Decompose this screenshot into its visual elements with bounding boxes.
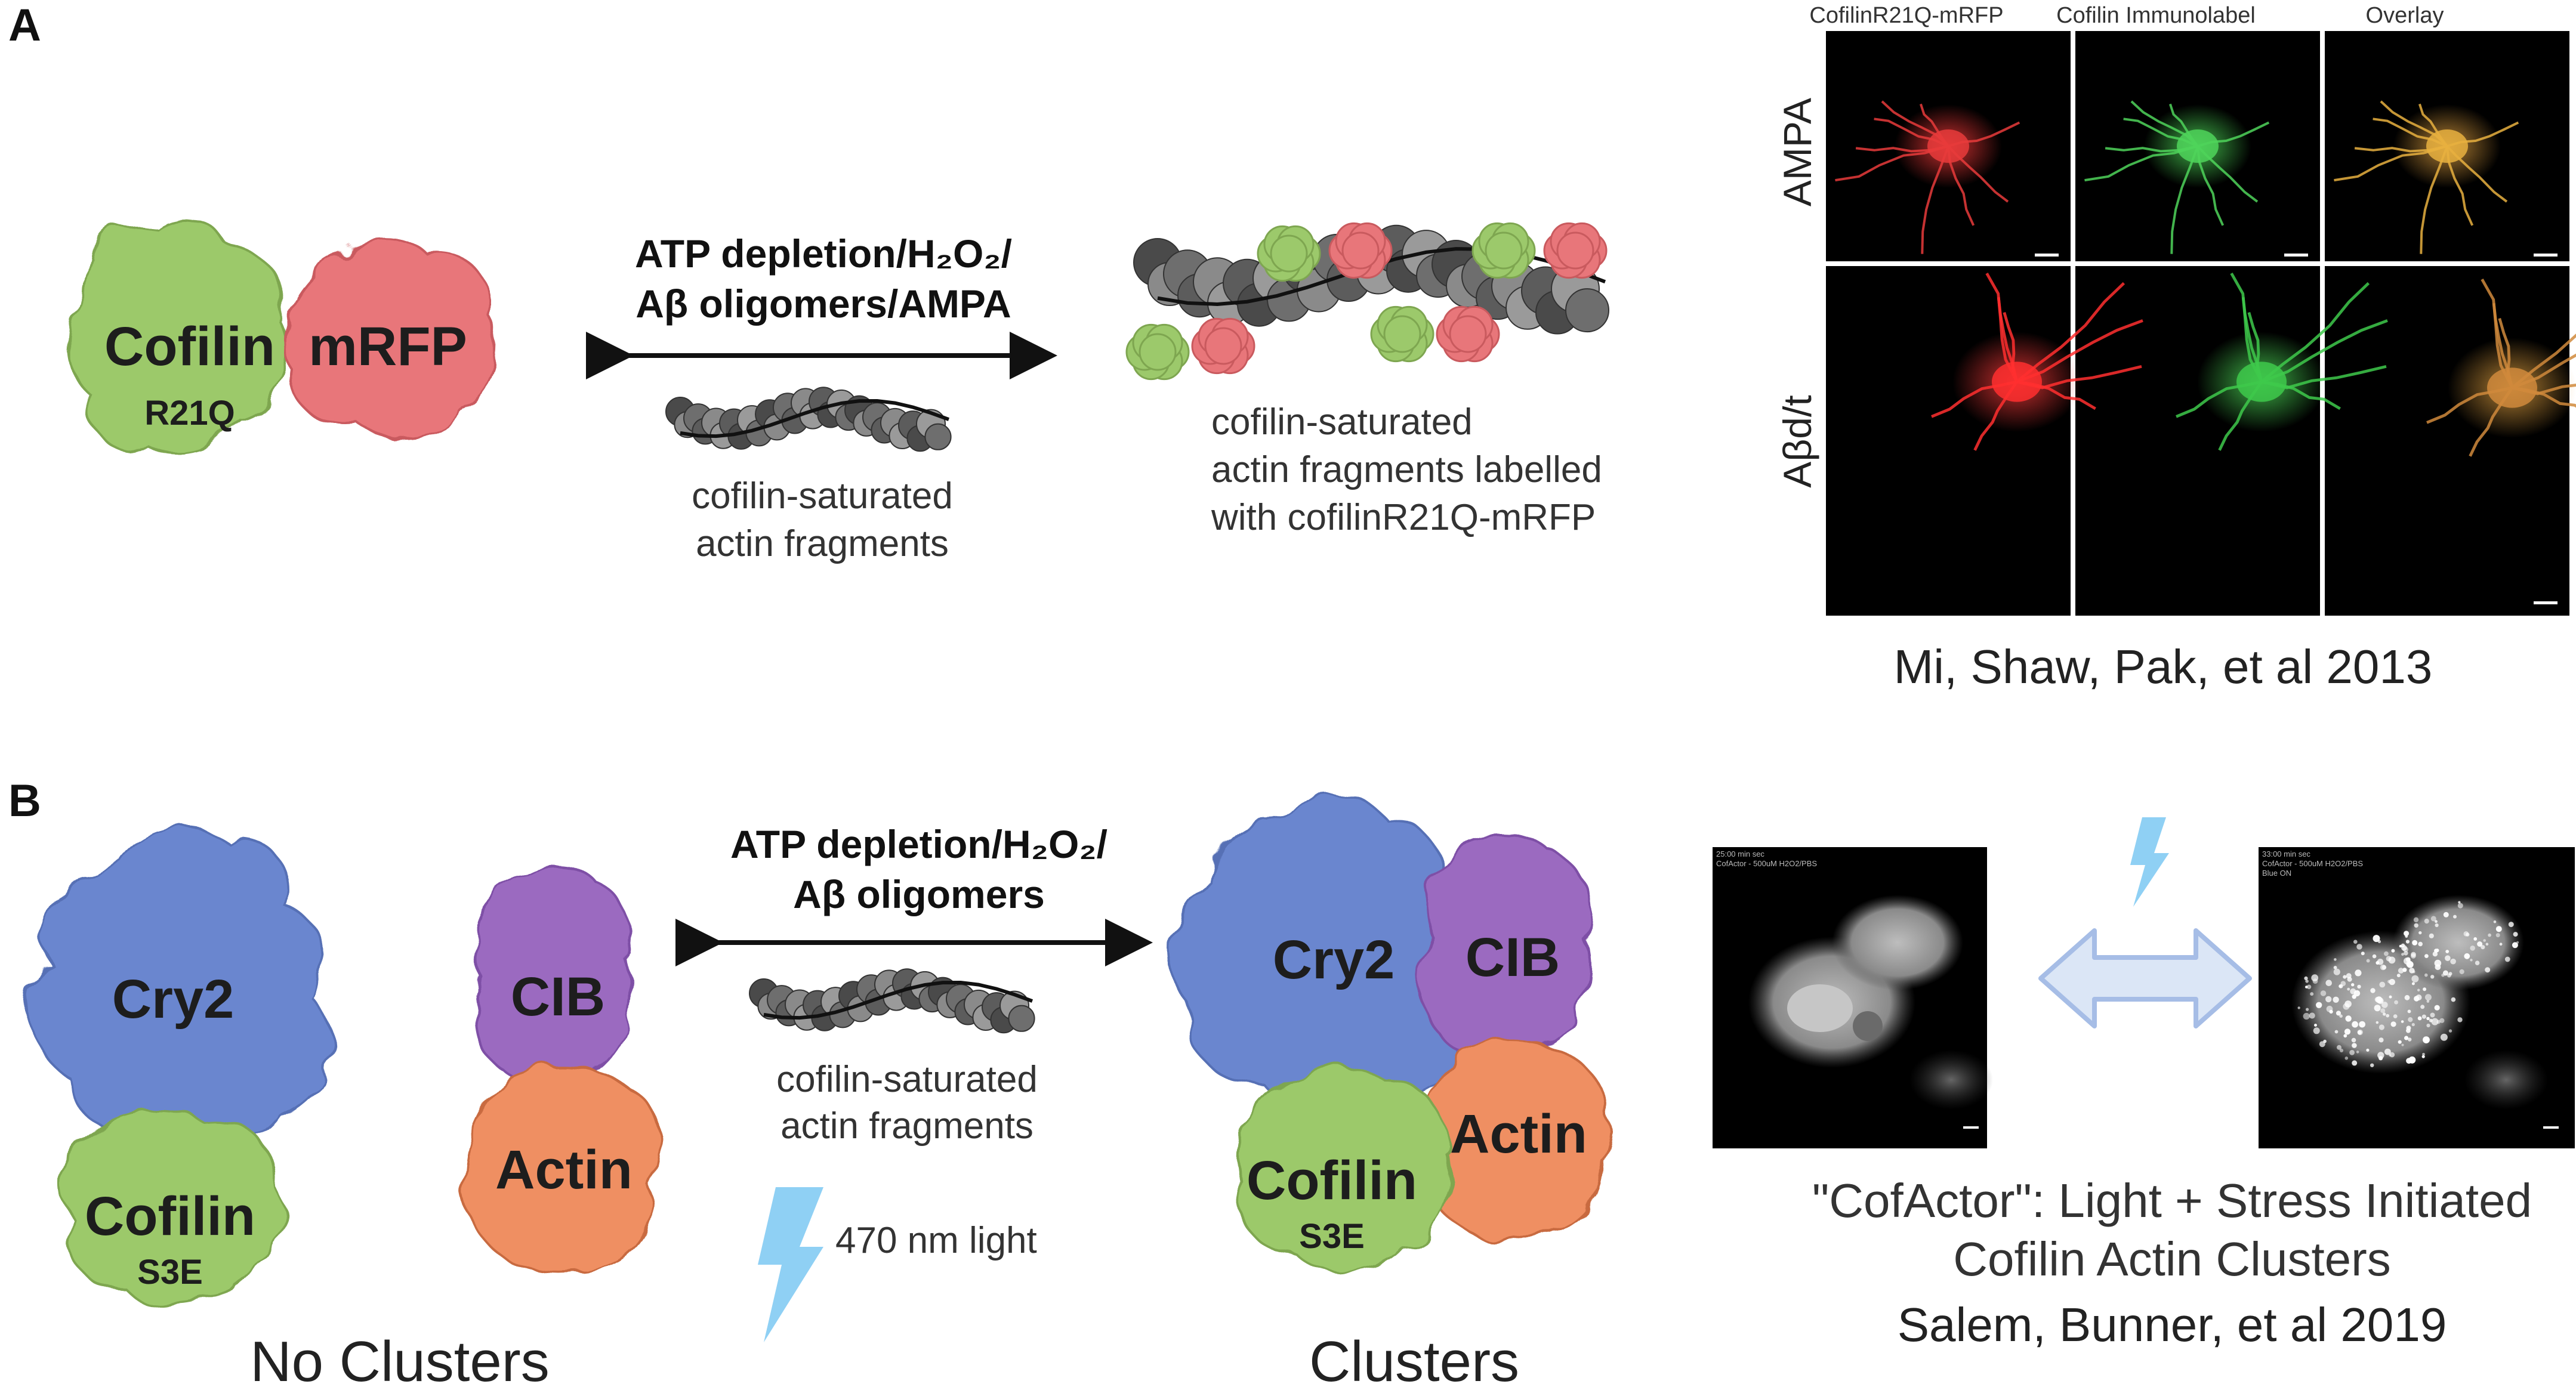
cofilin-label: Cofilin <box>104 316 275 377</box>
b-cofilin-sub-right: S3E <box>1299 1217 1365 1256</box>
a-labelled-filament <box>1125 222 1609 381</box>
micro-col-2: Cofilin Immunolabel <box>2056 3 2256 28</box>
b-arrow-line1: ATP depletion/H₂O₂/ <box>730 822 1107 866</box>
micro-row-2: Aβd/t <box>1775 395 1819 487</box>
a-citation: Mi, Shaw, Pak, et al 2013 <box>1894 640 2433 693</box>
b-actin-label-left: Actin <box>495 1139 633 1200</box>
b-arrow-line2: Aβ oligomers <box>793 872 1045 916</box>
a-right-caption-3: with cofilinR21Q-mRFP <box>1211 497 1596 538</box>
microscopy-grid: CofilinR21Q-mRFP Cofilin Immunolabel Ove… <box>1775 3 2576 616</box>
micro-col-3: Overlay <box>2366 3 2444 28</box>
cell-right-header-1: 33:00 min sec <box>2262 850 2310 858</box>
b-cofilin-label-right: Cofilin <box>1247 1150 1417 1211</box>
lightning-bolt-icon <box>758 1187 823 1342</box>
b-cib-label-left: CIB <box>511 966 605 1027</box>
cell-right-header-2: CofActor - 500uM H2O2/PBS <box>2262 859 2363 868</box>
b-caption-2: actin fragments <box>780 1105 1034 1147</box>
b-light-label: 470 nm light <box>835 1220 1037 1261</box>
cell-left-header-2: CofActor - 500uM H2O2/PBS <box>1716 859 1817 868</box>
b-label-clusters: Clusters <box>1309 1330 1519 1387</box>
b-cofilin-sub-left: S3E <box>137 1253 203 1292</box>
b-cib-label-right: CIB <box>1466 927 1560 988</box>
mrfp-label: mRFP <box>308 316 467 377</box>
cell-image-left: 25:00 min sec CofActor - 500uM H2O2/PBS <box>1713 847 1993 1148</box>
b-cib-blob-left <box>474 864 633 1087</box>
b-actin-blob-left <box>462 1065 662 1273</box>
mrfp-blob <box>284 238 499 440</box>
b-cofilin-blob-left <box>62 1110 283 1307</box>
micro-row-1: AMPA <box>1775 98 1819 206</box>
a-left-caption-2: actin fragments <box>696 523 949 564</box>
cofilin-r21q-blob <box>69 217 289 457</box>
cell-right-header-3: Blue ON <box>2262 869 2291 878</box>
a-right-caption-1: cofilin-saturated <box>1211 401 1473 443</box>
b-cry2-label-right: Cry2 <box>1273 929 1395 990</box>
a-arrow-line2: Aβ oligomers/AMPA <box>635 282 1011 326</box>
b-cry2-label-left: Cry2 <box>112 969 235 1030</box>
a-right-caption-2: actin fragments labelled <box>1211 449 1602 490</box>
b-caption-line1: "CofActor": Light + Stress Initiated <box>1812 1174 2532 1227</box>
b-citation: Salem, Bunner, et al 2019 <box>1898 1298 2447 1351</box>
b-caption-1: cofilin-saturated <box>776 1059 1038 1100</box>
cofilin-sub-label: R21Q <box>144 394 235 433</box>
b-caption-line2: Cofilin Actin Clusters <box>1953 1232 2391 1286</box>
cell-image-right: 33:00 min sec CofActor - 500uM H2O2/PBS … <box>2259 847 2575 1148</box>
micro-col-1: CofilinR21Q-mRFP <box>1809 3 2003 28</box>
cell-left-header-1: 25:00 min sec <box>1716 850 1764 858</box>
b-label-no-clusters: No Clusters <box>250 1330 549 1387</box>
small-lightning-bolt-icon <box>2130 817 2169 907</box>
reversible-double-arrow-icon <box>2038 928 2252 1028</box>
b-cry2-blob-left <box>27 826 332 1148</box>
b-cofilin-blob-right <box>1236 1067 1452 1271</box>
panel-b-letter: B <box>8 776 41 826</box>
b-actin-label-right: Actin <box>1450 1104 1587 1164</box>
b-cofilin-label-left: Cofilin <box>85 1186 255 1247</box>
a-left-caption-1: cofilin-saturated <box>692 475 953 517</box>
b-actin-filament-small <box>749 968 1035 1034</box>
a-arrow-line1: ATP depletion/H₂O₂/ <box>635 231 1012 276</box>
a-actin-filament-small <box>665 387 952 452</box>
panel-a-letter: A <box>8 0 41 51</box>
